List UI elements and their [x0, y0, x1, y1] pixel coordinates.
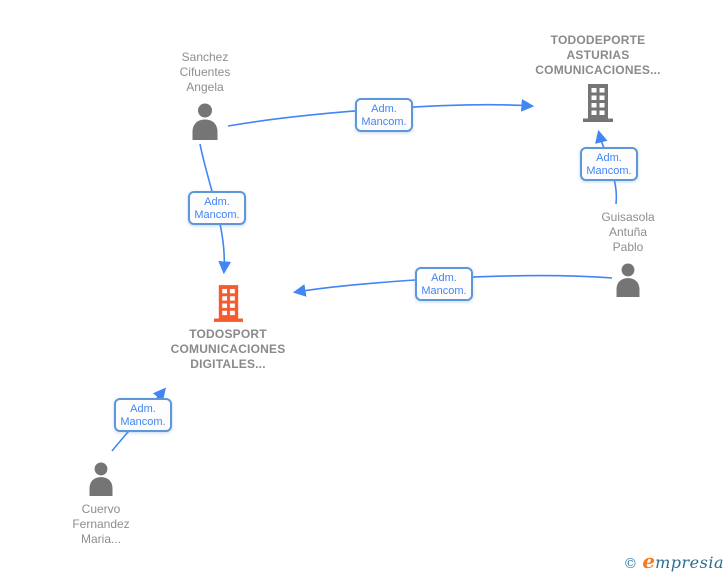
edge-label-guisasola-tododeporte[interactable]: Adm.Mancom. [580, 147, 638, 181]
node-todosport-comunicaciones-digitales[interactable]: TODOSPORT COMUNICACIONES DIGITALES... [158, 285, 298, 372]
node-label: TODOSPORT COMUNICACIONES DIGITALES... [170, 327, 286, 371]
edge-label-sanchez-todosport[interactable]: Adm.Mancom. [188, 191, 246, 225]
empresia-watermark: © e mpresia [623, 551, 724, 572]
edge-label-cuervo-todosport[interactable]: Adm.Mancom. [114, 398, 172, 432]
person-icon [616, 263, 640, 297]
edge-label-guisasola-todosport[interactable]: Adm.Mancom. [415, 267, 473, 301]
node-guisasola-antuna-pablo[interactable]: Guisasola Antuña Pablo [573, 210, 683, 297]
node-label: Cuervo Fernandez Maria... [72, 502, 130, 546]
brand-initial: e [642, 549, 656, 573]
node-tododeporte-asturias-comunicaciones[interactable]: TODODEPORTE ASTURIAS COMUNICACIONES... [513, 33, 683, 122]
node-cuervo-fernandez-maria[interactable]: Cuervo Fernandez Maria... [51, 462, 151, 547]
node-label: TODODEPORTE ASTURIAS COMUNICACIONES... [535, 33, 661, 77]
edge-label-sanchez-tododeporte[interactable]: Adm.Mancom. [355, 98, 413, 132]
node-label: Sanchez Cifuentes Angela [179, 50, 231, 94]
copyright-icon: © [623, 556, 638, 572]
brand-name: mpresia [655, 553, 724, 572]
person-icon [89, 462, 113, 496]
company-building-icon [213, 285, 243, 322]
node-label: Guisasola Antuña Pablo [601, 210, 655, 254]
person-icon [192, 103, 218, 140]
company-building-icon [583, 84, 613, 122]
node-sanchez-cifuentes-angela[interactable]: Sanchez Cifuentes Angela [155, 50, 255, 140]
